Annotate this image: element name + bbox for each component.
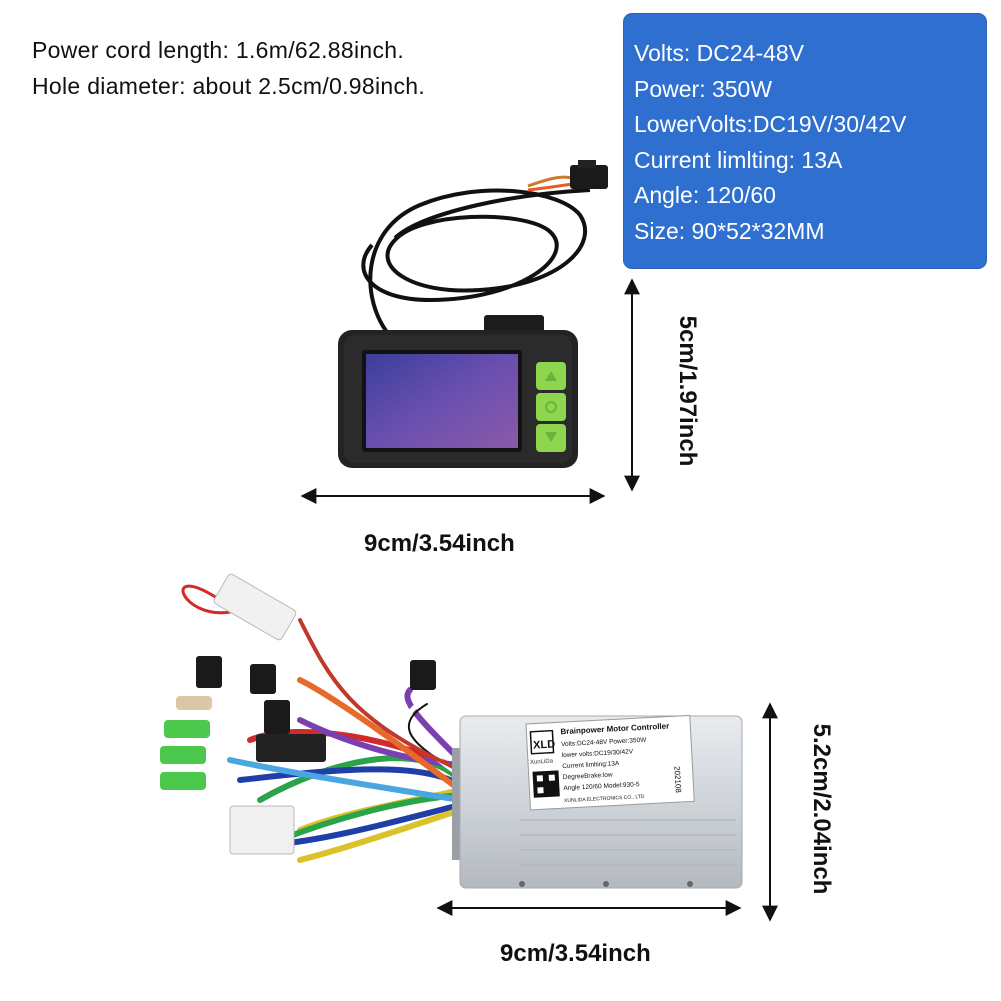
label-brand: XLD [533, 739, 556, 752]
label-line4: DegreeBrake:low [563, 772, 613, 782]
white-connector-top [213, 573, 297, 641]
display-cable [361, 188, 591, 338]
display-connector [527, 160, 608, 192]
power-cord-length-text: Power cord length: 1.6m/62.88inch. [32, 37, 405, 63]
display-power-button [536, 393, 566, 421]
spec-angle: Angle: 120/60 [634, 182, 776, 209]
label-line3: Current limlting:13A [562, 760, 620, 770]
lcd-display-unit [338, 160, 608, 468]
hole-diameter-text: Hole diameter: about 2.5cm/0.98inch. [32, 73, 426, 99]
white-connector-bottom [229, 805, 295, 855]
spec-power: Power: 350W [634, 75, 773, 102]
spec-box: Volts: DC24-48V Power: 350W LowerVolts:D… [624, 14, 986, 268]
label-line1: Volts:DC24-48V Power:350W [561, 737, 647, 748]
label-line2: lower volts:DC19/30/42V [562, 748, 634, 759]
label-footer: XUNLIDA ELECTRONICS CO., LTD [564, 794, 645, 804]
label-line5: Angle 120/60 Model:930-5 [563, 781, 640, 792]
label-brand-sub: XunLiDa [530, 759, 554, 766]
display-width-label: 9cm/3.54inch [364, 530, 515, 557]
display-height-label: 5cm/1.97inch [674, 315, 701, 467]
label-date: 202108 [672, 766, 682, 794]
controller-width-label: 9cm/3.54inch [500, 940, 651, 967]
controller-label: XLD XunLiDa Brainpower Motor Controller … [525, 714, 695, 811]
controller-wires [181, 584, 463, 863]
intro-text: Power cord length: 1.6m/62.88inch. Hole … [32, 32, 425, 104]
spec-size: Size: 90*52*32MM [634, 217, 825, 244]
controller-height-label: 5.2cm/2.04inch [808, 723, 835, 895]
spec-current-limit: Current limlting: 13A [634, 146, 843, 173]
spec-volts: Volts: DC24-48V [634, 40, 805, 66]
spec-lower-volts: LowerVolts:DC19V/30/42V [634, 111, 907, 138]
